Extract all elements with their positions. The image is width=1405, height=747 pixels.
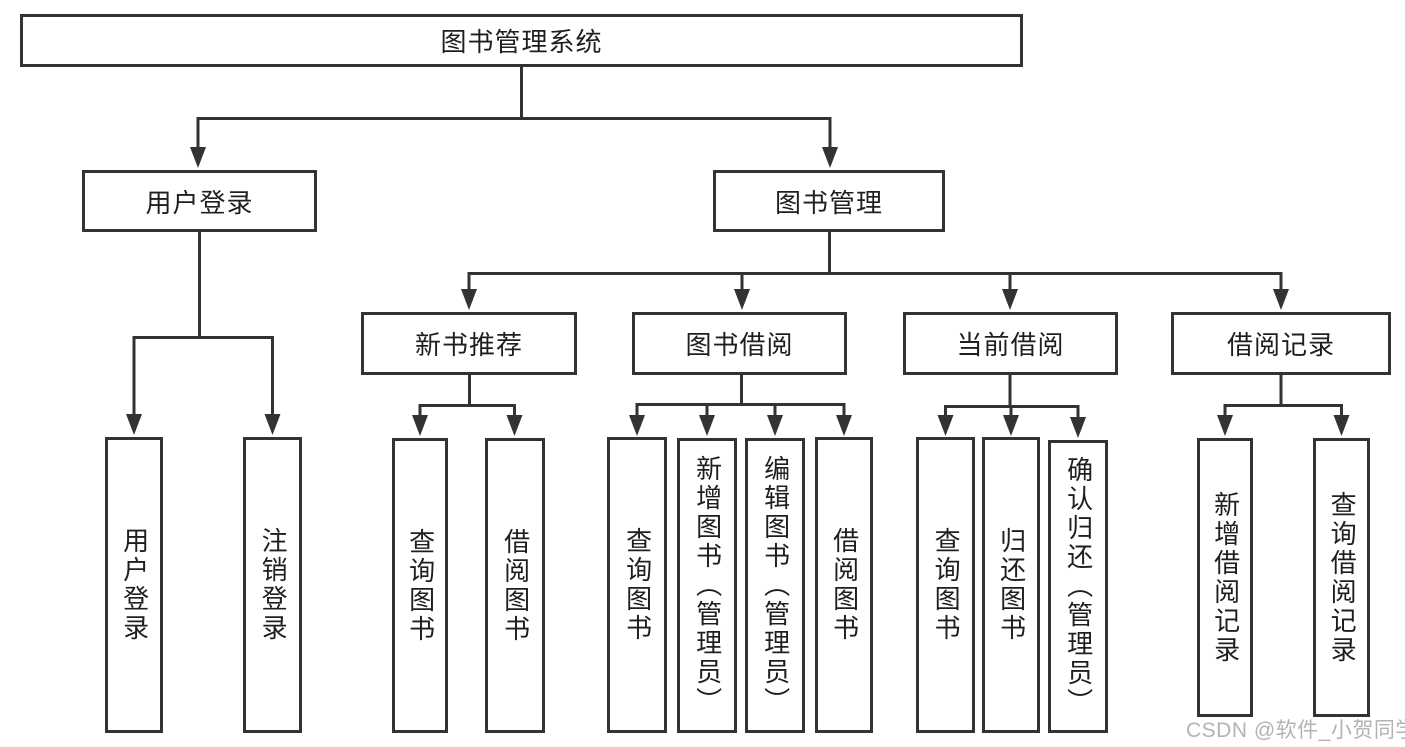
leaf-edit-books-admin: 编辑图书（管理员）	[745, 438, 805, 733]
leaf-query-borrow-record: 查询借阅记录	[1313, 438, 1370, 717]
leaf-add-borrow-record: 新增借阅记录	[1197, 438, 1253, 717]
leaf-borrow-books-recommend: 借阅图书	[485, 438, 545, 733]
node-book-management: 图书管理	[713, 170, 945, 232]
arrowheads	[126, 147, 1350, 438]
leaf-borrow-books: 借阅图书	[815, 437, 873, 733]
leaf-query-books-borrow: 查询图书	[607, 437, 667, 733]
connector-borrow-record-to-children	[1223, 374, 1343, 422]
leaf-user-login: 用户登录	[105, 437, 163, 733]
connector-book-management-to-children	[467, 232, 1283, 296]
node-current-borrowing: 当前借阅	[903, 312, 1118, 375]
connector-user-login-to-children	[132, 232, 274, 421]
leaf-confirm-return-admin: 确认归还（管理员）	[1048, 440, 1108, 733]
leaf-query-books-current: 查询图书	[916, 437, 975, 733]
leaf-return-books: 归还图书	[982, 437, 1040, 733]
node-user-login: 用户登录	[82, 170, 317, 232]
leaf-logout-login: 注销登录	[243, 437, 302, 733]
csdn-watermark: CSDN @软件_小贺同学	[1186, 719, 1405, 742]
leaf-add-books-admin: 新增图书（管理员）	[677, 438, 737, 733]
connector-root-to-level2	[196, 67, 832, 152]
node-new-book-recommendation: 新书推荐	[361, 312, 577, 375]
node-library-management-system: 图书管理系统	[20, 14, 1023, 67]
node-book-borrowing: 图书借阅	[632, 312, 847, 375]
leaf-query-books-recommend: 查询图书	[392, 438, 448, 733]
node-borrow-records: 借阅记录	[1171, 312, 1391, 375]
connector-book-borrow-to-children	[635, 374, 846, 422]
connector-current-borrow-to-children	[944, 374, 1080, 422]
connector-new-book-to-children	[418, 374, 516, 422]
